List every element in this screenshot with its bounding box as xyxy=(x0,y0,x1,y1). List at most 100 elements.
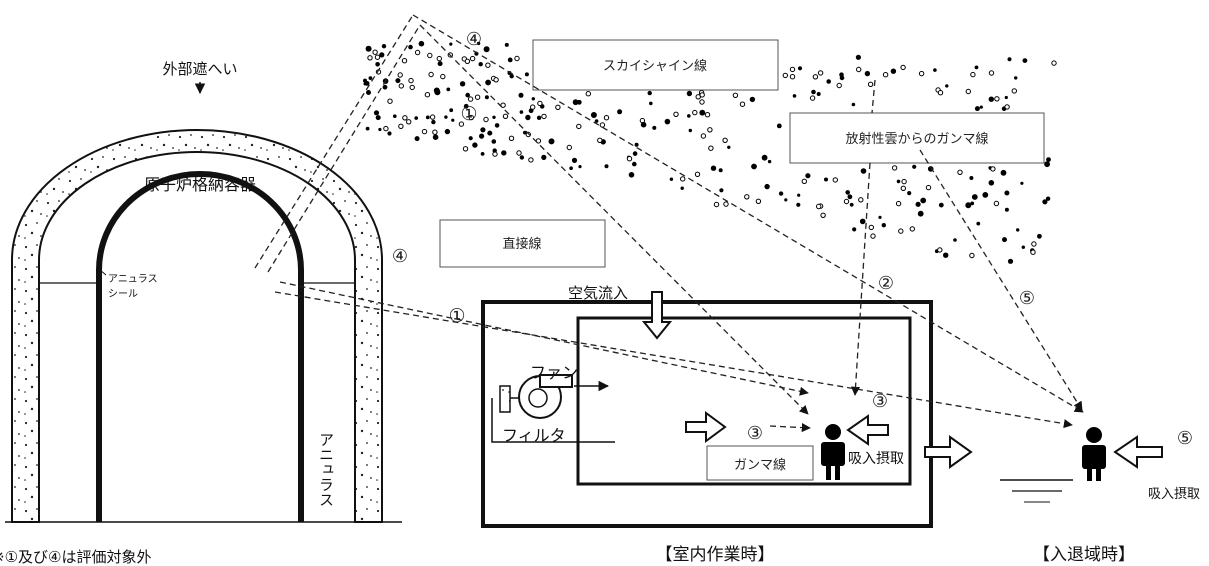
cloud-particle xyxy=(485,79,491,86)
cloud-particle xyxy=(852,227,857,232)
cloud-particle xyxy=(900,185,906,192)
cloud-particle xyxy=(432,134,439,140)
cloud-particle xyxy=(524,72,529,77)
cloud-particle xyxy=(1030,249,1036,255)
cloud-particle xyxy=(776,123,782,129)
cloud-particle xyxy=(374,54,381,60)
cloud-particle xyxy=(867,81,874,88)
cloud-particle xyxy=(843,198,850,205)
cloud-particle xyxy=(805,173,811,179)
cloud-particle xyxy=(387,98,393,104)
marker-4-left: ④ xyxy=(392,246,408,267)
filter-label: フィルタ xyxy=(502,426,566,445)
inflow-arrow-icon xyxy=(641,291,673,340)
cloud-particle xyxy=(680,176,686,182)
cloud-particle xyxy=(982,192,989,198)
cloud-particle xyxy=(680,186,684,190)
cloud-particle xyxy=(459,81,466,87)
containment-vessel-label: 原子炉格納容器 xyxy=(144,175,256,194)
cloud-particle xyxy=(836,82,842,89)
inhalation-outdoor-label: 吸入摂取 xyxy=(1148,486,1200,502)
cloud-particle xyxy=(1021,245,1025,249)
cloud-particle xyxy=(492,148,497,153)
cloud-particle xyxy=(858,197,864,203)
cloud-particle xyxy=(632,161,637,167)
cloud-particle xyxy=(669,177,674,181)
cloud-particle xyxy=(541,154,547,160)
cloud-particle xyxy=(364,81,370,86)
cloud-particle xyxy=(1022,58,1028,63)
cloud-particle xyxy=(492,115,496,120)
cloud-particle xyxy=(809,95,816,101)
cloud-particle xyxy=(468,136,473,141)
cloud-particle xyxy=(994,96,1000,102)
cloud-particle xyxy=(566,144,572,151)
cloud-particle xyxy=(409,84,415,91)
cloud-particle xyxy=(504,42,509,47)
cloud-particle xyxy=(449,108,454,113)
ground-icon xyxy=(1000,479,1073,503)
inhalation-arrow-outdoor xyxy=(1113,435,1163,469)
cloud-particle xyxy=(851,102,856,107)
cloud-particle xyxy=(1007,258,1014,264)
annulus-seal-label-2: シール xyxy=(108,289,138,300)
cloud-particle xyxy=(414,136,420,142)
cloud-particle xyxy=(749,96,756,103)
cloud-particle xyxy=(988,70,995,76)
cloud-particle xyxy=(797,193,801,197)
cloud-particle xyxy=(856,66,862,73)
cloud-particle xyxy=(597,137,603,144)
cloud-particle xyxy=(817,70,824,76)
cloud-particle xyxy=(895,200,902,207)
cloud-particle xyxy=(594,119,599,123)
path-cloud-to-entry xyxy=(919,149,1083,411)
cloud-particle xyxy=(440,73,446,80)
cloud-particle xyxy=(1046,157,1051,163)
cloud-particle xyxy=(764,183,770,190)
cloud-particle xyxy=(433,87,440,94)
cloud-particle xyxy=(707,127,713,133)
cloud-particle xyxy=(429,114,436,120)
person-icon xyxy=(821,424,845,480)
person-icon xyxy=(1082,427,1106,481)
cloud-particle xyxy=(704,112,711,118)
cloud-particle xyxy=(708,145,714,151)
cloud-particle xyxy=(484,95,489,100)
cloud-particle xyxy=(408,44,413,50)
cloud-particle xyxy=(732,92,739,99)
cloud-particle xyxy=(688,128,692,133)
cloud-particle xyxy=(845,190,850,195)
cloud-particle xyxy=(652,125,657,130)
cloud-particle xyxy=(478,61,483,67)
cloud-particle xyxy=(979,105,983,109)
cloud-particle xyxy=(917,210,924,217)
cloud-particle xyxy=(965,88,971,95)
cloud-particle xyxy=(1004,104,1010,110)
cloud-particle xyxy=(755,198,762,205)
outer-shield-wall xyxy=(11,129,383,523)
cloud-particle xyxy=(797,66,803,71)
cloud-particle xyxy=(832,177,838,183)
cloud-particle xyxy=(365,45,372,52)
entry-caption: 【入退域時】 xyxy=(1033,545,1135,565)
cloud-particle xyxy=(462,146,469,152)
cloud-particle xyxy=(812,74,819,80)
cloud-particle xyxy=(900,64,906,71)
cloud-particle xyxy=(796,202,801,207)
cloud-particle xyxy=(449,42,453,46)
cloud-particle xyxy=(425,115,430,120)
marker-4-top: ④ xyxy=(466,29,482,50)
cloud-particle xyxy=(974,106,980,112)
cloud-particle xyxy=(687,114,691,118)
cloud-particle xyxy=(971,194,978,200)
cloud-particle xyxy=(816,92,821,96)
cloud-particle xyxy=(1020,181,1024,185)
cloud-particle xyxy=(664,118,671,125)
marker-1-upper: ① xyxy=(460,103,477,125)
cloud-particle xyxy=(617,109,623,115)
cloud-particle xyxy=(699,92,705,98)
cloud-particle xyxy=(432,129,438,135)
cloud-particle xyxy=(569,166,573,170)
cloud-particle xyxy=(451,118,455,122)
cloud-particle xyxy=(937,247,943,253)
